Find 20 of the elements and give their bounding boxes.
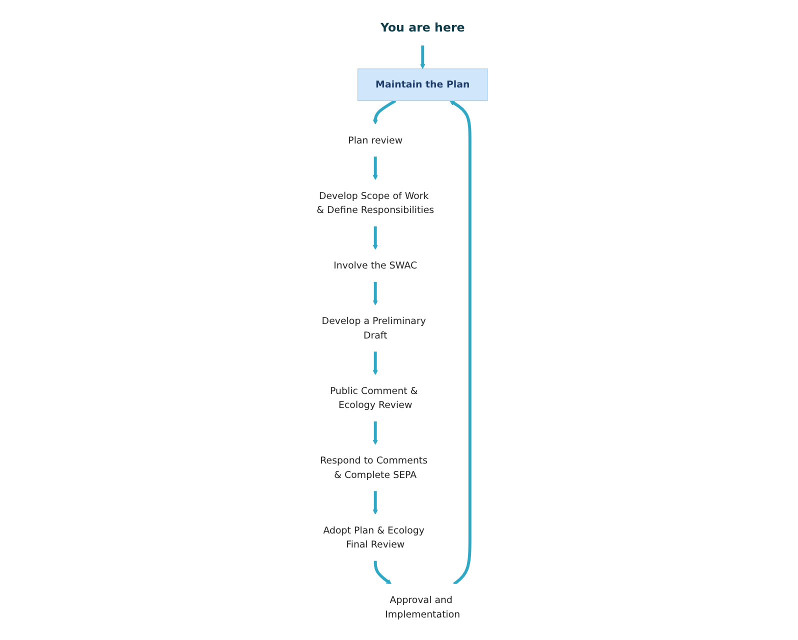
node-text: Involve the SWAC <box>334 260 418 271</box>
arrow <box>420 45 426 70</box>
node-text: You are here <box>380 20 465 35</box>
arrow <box>372 421 378 445</box>
node-text: Develop Scope of Work & Define Responsibilities <box>316 190 434 216</box>
arrow <box>372 490 378 515</box>
node-text: Approval and Implementation <box>385 594 460 620</box>
arrow <box>372 282 378 306</box>
node-text: Adopt Plan & Ecology Final Review <box>323 524 424 550</box>
node-text: Public Comment & Ecology Review <box>330 385 418 410</box>
arrow <box>374 560 392 584</box>
node-text: Develop a Preliminary Draft <box>322 315 426 341</box>
node-box: Maintain the Plan <box>358 68 488 102</box>
arrow <box>372 226 378 250</box>
arrow <box>372 99 396 125</box>
node-text: Plan review <box>348 134 403 146</box>
arrow <box>372 351 378 376</box>
arrow <box>450 100 472 586</box>
arrow <box>372 156 378 180</box>
node-text: Respond to Comments & Complete SEPA <box>320 454 428 480</box>
